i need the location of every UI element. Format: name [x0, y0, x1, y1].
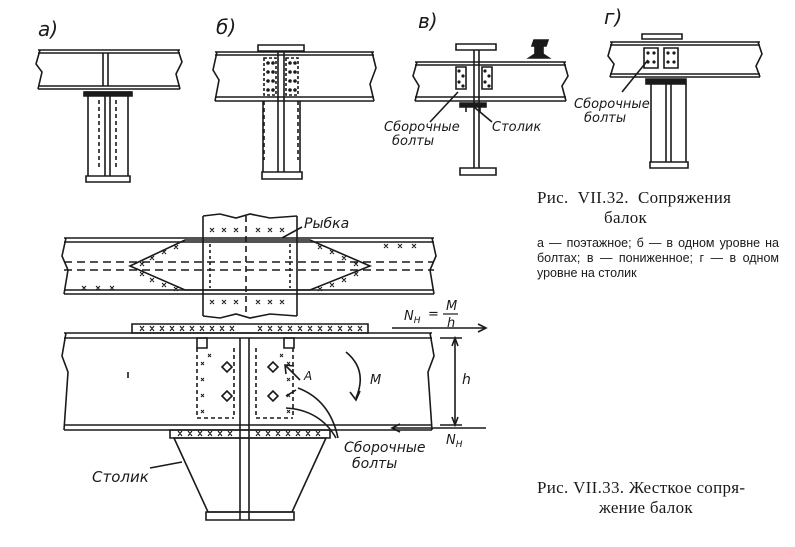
panel-g-bolts-label: Сборочные болты	[574, 97, 654, 126]
panel-v-bolts-label-line1: Сборочные	[384, 120, 460, 135]
fig32-title-line2: балок	[604, 208, 648, 227]
fig32-body: а — поэтажное; б — в одном уровне на бол…	[537, 236, 779, 280]
fig33-plan-welds	[82, 228, 416, 304]
fig33-small-bolts	[201, 354, 290, 413]
fig33-elevation	[62, 324, 486, 520]
nh-eq: =	[428, 307, 439, 322]
panel-b-bolts	[266, 61, 297, 92]
fig33-title: Рис. VII.33. Жесткое сопря- жение балок	[537, 478, 787, 518]
nh-top-sub: H	[414, 316, 421, 326]
panel-b-letter: б)	[216, 15, 236, 39]
fig33-bolts-label-line2: болты	[352, 456, 397, 472]
nh-bottom-label: NH	[446, 433, 463, 450]
fig33-elevation-welds	[140, 326, 362, 436]
a-label: A	[303, 369, 312, 383]
panel-a-letter: а)	[38, 17, 58, 41]
panel-v-table-label: Столик	[492, 120, 541, 135]
nh-m-numerator: M	[446, 299, 457, 314]
panel-g-bolts	[646, 51, 676, 64]
panel-g-drawing	[608, 34, 762, 168]
panel-v-bolts-label: Сборочные болты	[384, 120, 464, 149]
nh-bottom-sub: H	[456, 440, 463, 450]
fig33-title-line1: Рис. VII.33. Жесткое сопря-	[537, 478, 746, 497]
panel-b-drawing	[213, 45, 376, 179]
panel-v-letter: в)	[418, 9, 438, 33]
nh-bottom-n: N	[446, 433, 456, 448]
fig33-bolts-label: Сборочные болты	[344, 440, 430, 472]
fig32-title: Рис. VII.32. Сопряжения балок	[537, 188, 781, 228]
nh-h-denominator: h	[447, 316, 455, 331]
fig33-title-line2: жение балок	[599, 498, 693, 517]
panel-g-bolts-label-line1: Сборочные	[574, 97, 650, 112]
panel-g-bolts-label-line2: болты	[584, 111, 626, 126]
nh-top-label: NH	[404, 309, 421, 326]
panel-v-bolts-label-line2: болты	[392, 134, 434, 149]
fig33-plan-view	[62, 214, 436, 318]
panel-g-letter: г)	[604, 5, 622, 29]
panel-a-drawing	[36, 50, 182, 182]
fig33-bolts-label-line1: Сборочные	[344, 440, 426, 456]
panel-v-drawing	[413, 40, 568, 175]
panel-v-bolts	[457, 69, 491, 88]
nh-top-n: N	[404, 309, 414, 324]
moment-label: M	[370, 373, 381, 388]
fig32-title-line1: Рис. VII.32. Сопряжения	[537, 188, 732, 207]
h-dimension-label: h	[462, 372, 471, 388]
fishplate-label: Рыбка	[304, 216, 349, 232]
fig33-table-label: Столик	[92, 468, 149, 486]
